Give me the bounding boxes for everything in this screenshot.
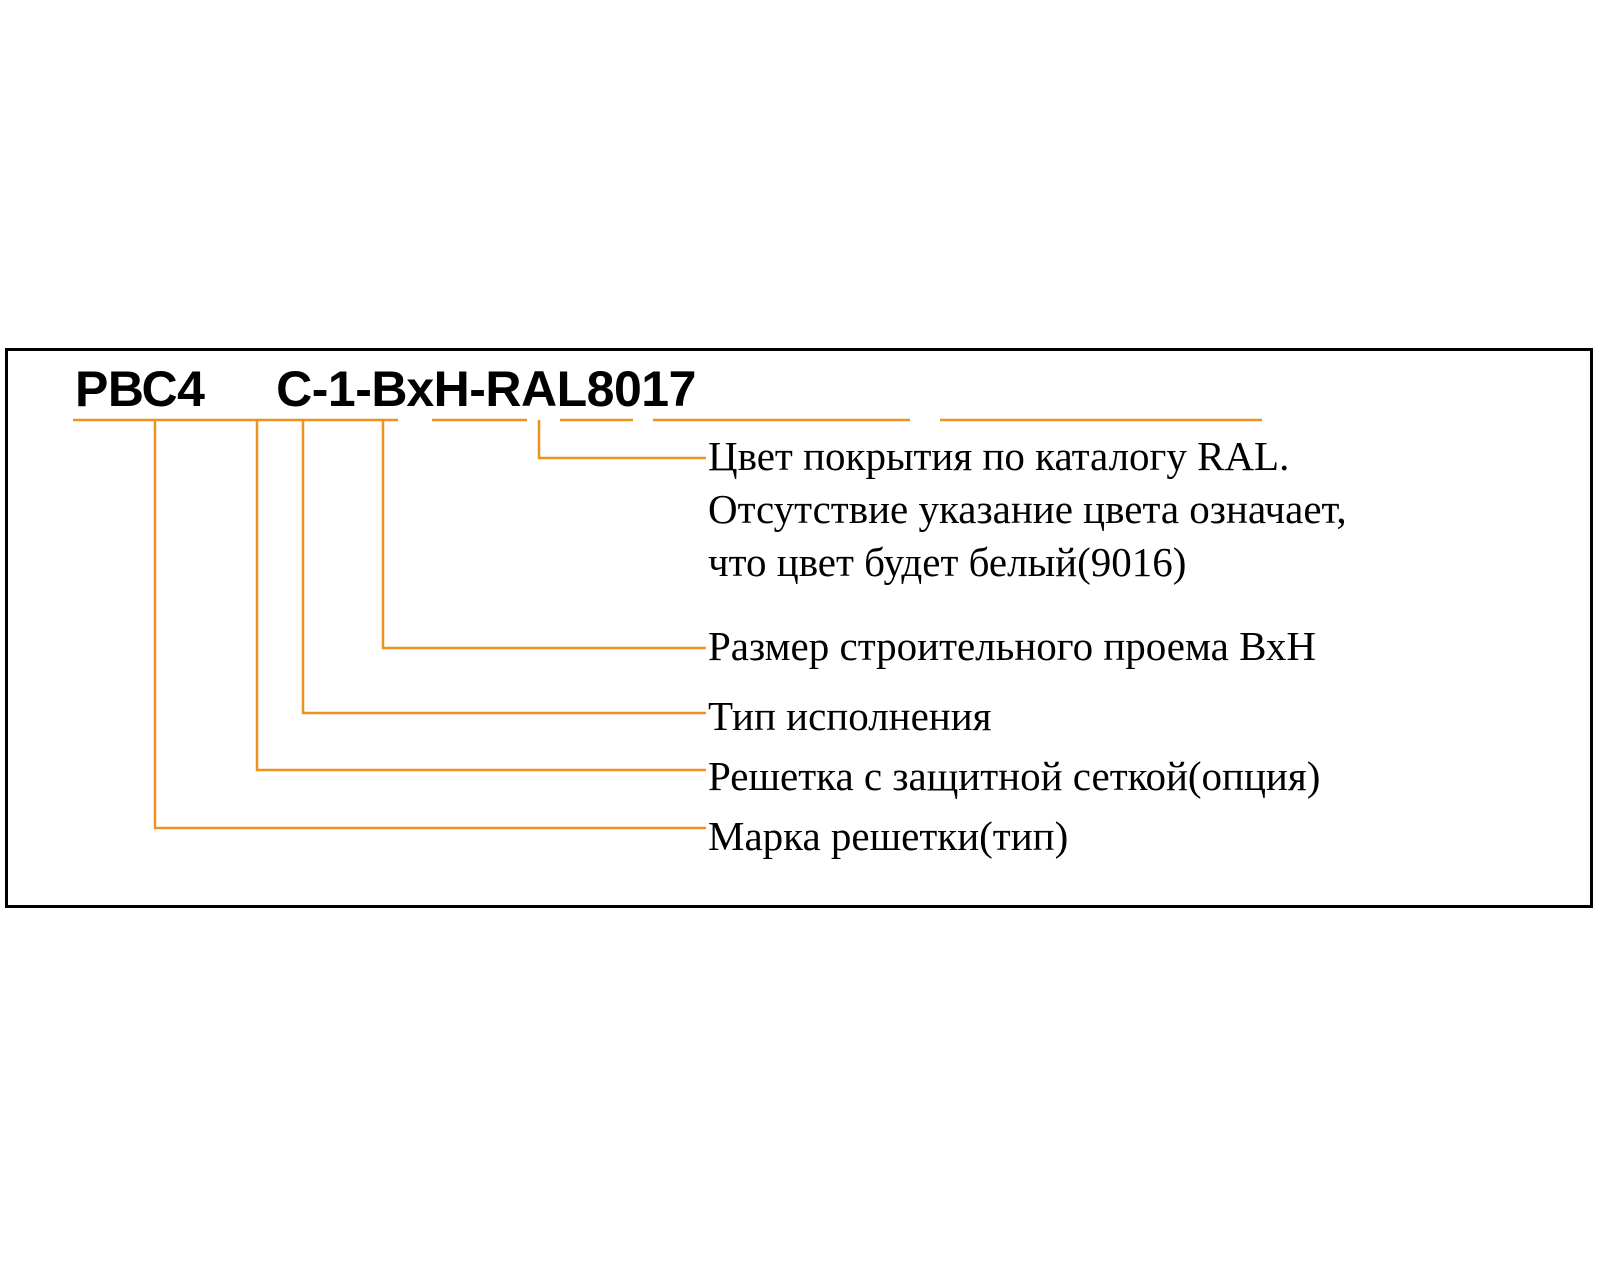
callout-label-brand: Марка решетки(тип): [708, 813, 1069, 859]
product-code-rest: С-1-ВхН-RAL8017: [276, 361, 696, 417]
callout-label-ral: Цвет покрытия по каталогу RAL. Отсутствие…: [708, 430, 1568, 589]
callout-ral-line-1: Цвет покрытия по каталогу RAL.: [708, 433, 1290, 479]
callout-label-type: Тип исполнения: [708, 693, 992, 739]
callout-label-size: Размер строительного проема ВхН: [708, 623, 1316, 669]
product-code: РВС4 С-1-ВхН-RAL8017: [75, 361, 696, 417]
callout-ral-line-3: что цвет будет белый(9016): [708, 539, 1187, 585]
callout-label-mesh: Решетка с защитной сеткой(опция): [708, 753, 1321, 799]
product-code-gap: [204, 361, 276, 417]
product-code-brand: РВС4: [75, 361, 205, 417]
callout-ral-line-2: Отсутствие указание цвета означает,: [708, 486, 1347, 532]
